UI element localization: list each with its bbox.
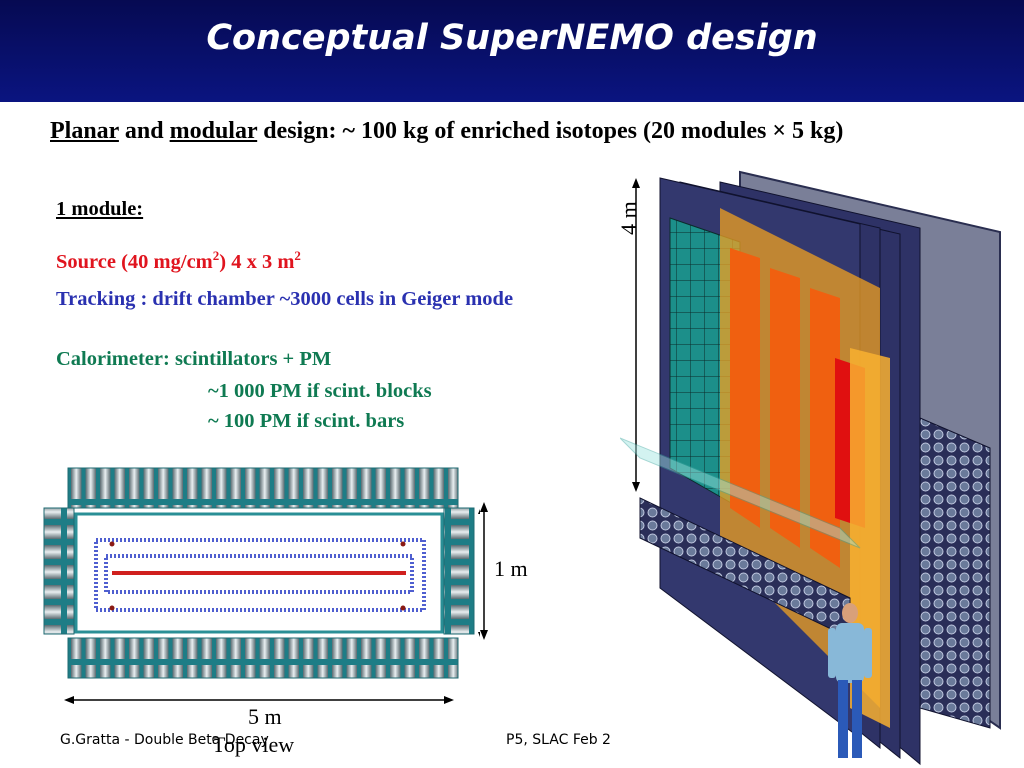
- source-line: Source (40 mg/cm2) 4 x 3 m2: [56, 248, 301, 274]
- calorimeter-line-2: ~1 000 PM if scint. blocks: [208, 380, 432, 402]
- subtitle-planar: Planar: [50, 118, 119, 144]
- module-heading: 1 module:: [56, 198, 144, 220]
- subtitle-and: and: [118, 118, 170, 144]
- module-3d-diagram: [620, 170, 1001, 766]
- slide-title: Conceptual SuperNEMO design: [206, 18, 818, 58]
- subtitle-rest: design: ~ 100 kg of enriched isotopes (2…: [257, 118, 844, 144]
- height-arrow: [632, 178, 640, 492]
- tracking-line: Tracking : drift chamber ~3000 cells in …: [56, 288, 514, 310]
- source-text-b: ) 4 x 3 m: [219, 250, 295, 273]
- source-sup2: 2: [294, 248, 301, 263]
- dim-5m: 5 m: [248, 704, 282, 729]
- footer-right: P5, SLAC Feb 2: [506, 732, 611, 748]
- length-arrow: [64, 696, 454, 704]
- footer-left: G.Gratta - Double Beta Decay: [60, 732, 269, 748]
- subtitle-modular: modular: [169, 118, 258, 144]
- title-bar: [0, 0, 1024, 102]
- subtitle: Planar and modular design: ~ 100 kg of e…: [50, 118, 843, 145]
- top-view-diagram: [43, 467, 480, 679]
- top-view-label: Top view: [212, 732, 295, 757]
- dim-1m: 1 m: [494, 556, 528, 581]
- calorimeter-line-1: Calorimeter: scintillators + PM: [56, 348, 332, 370]
- source-sup: 2: [212, 248, 220, 263]
- calorimeter-line-3: ~ 100 PM if scint. bars: [208, 410, 405, 432]
- width-arrow: [480, 502, 488, 640]
- source-text-a: Source (40 mg/cm: [56, 250, 213, 273]
